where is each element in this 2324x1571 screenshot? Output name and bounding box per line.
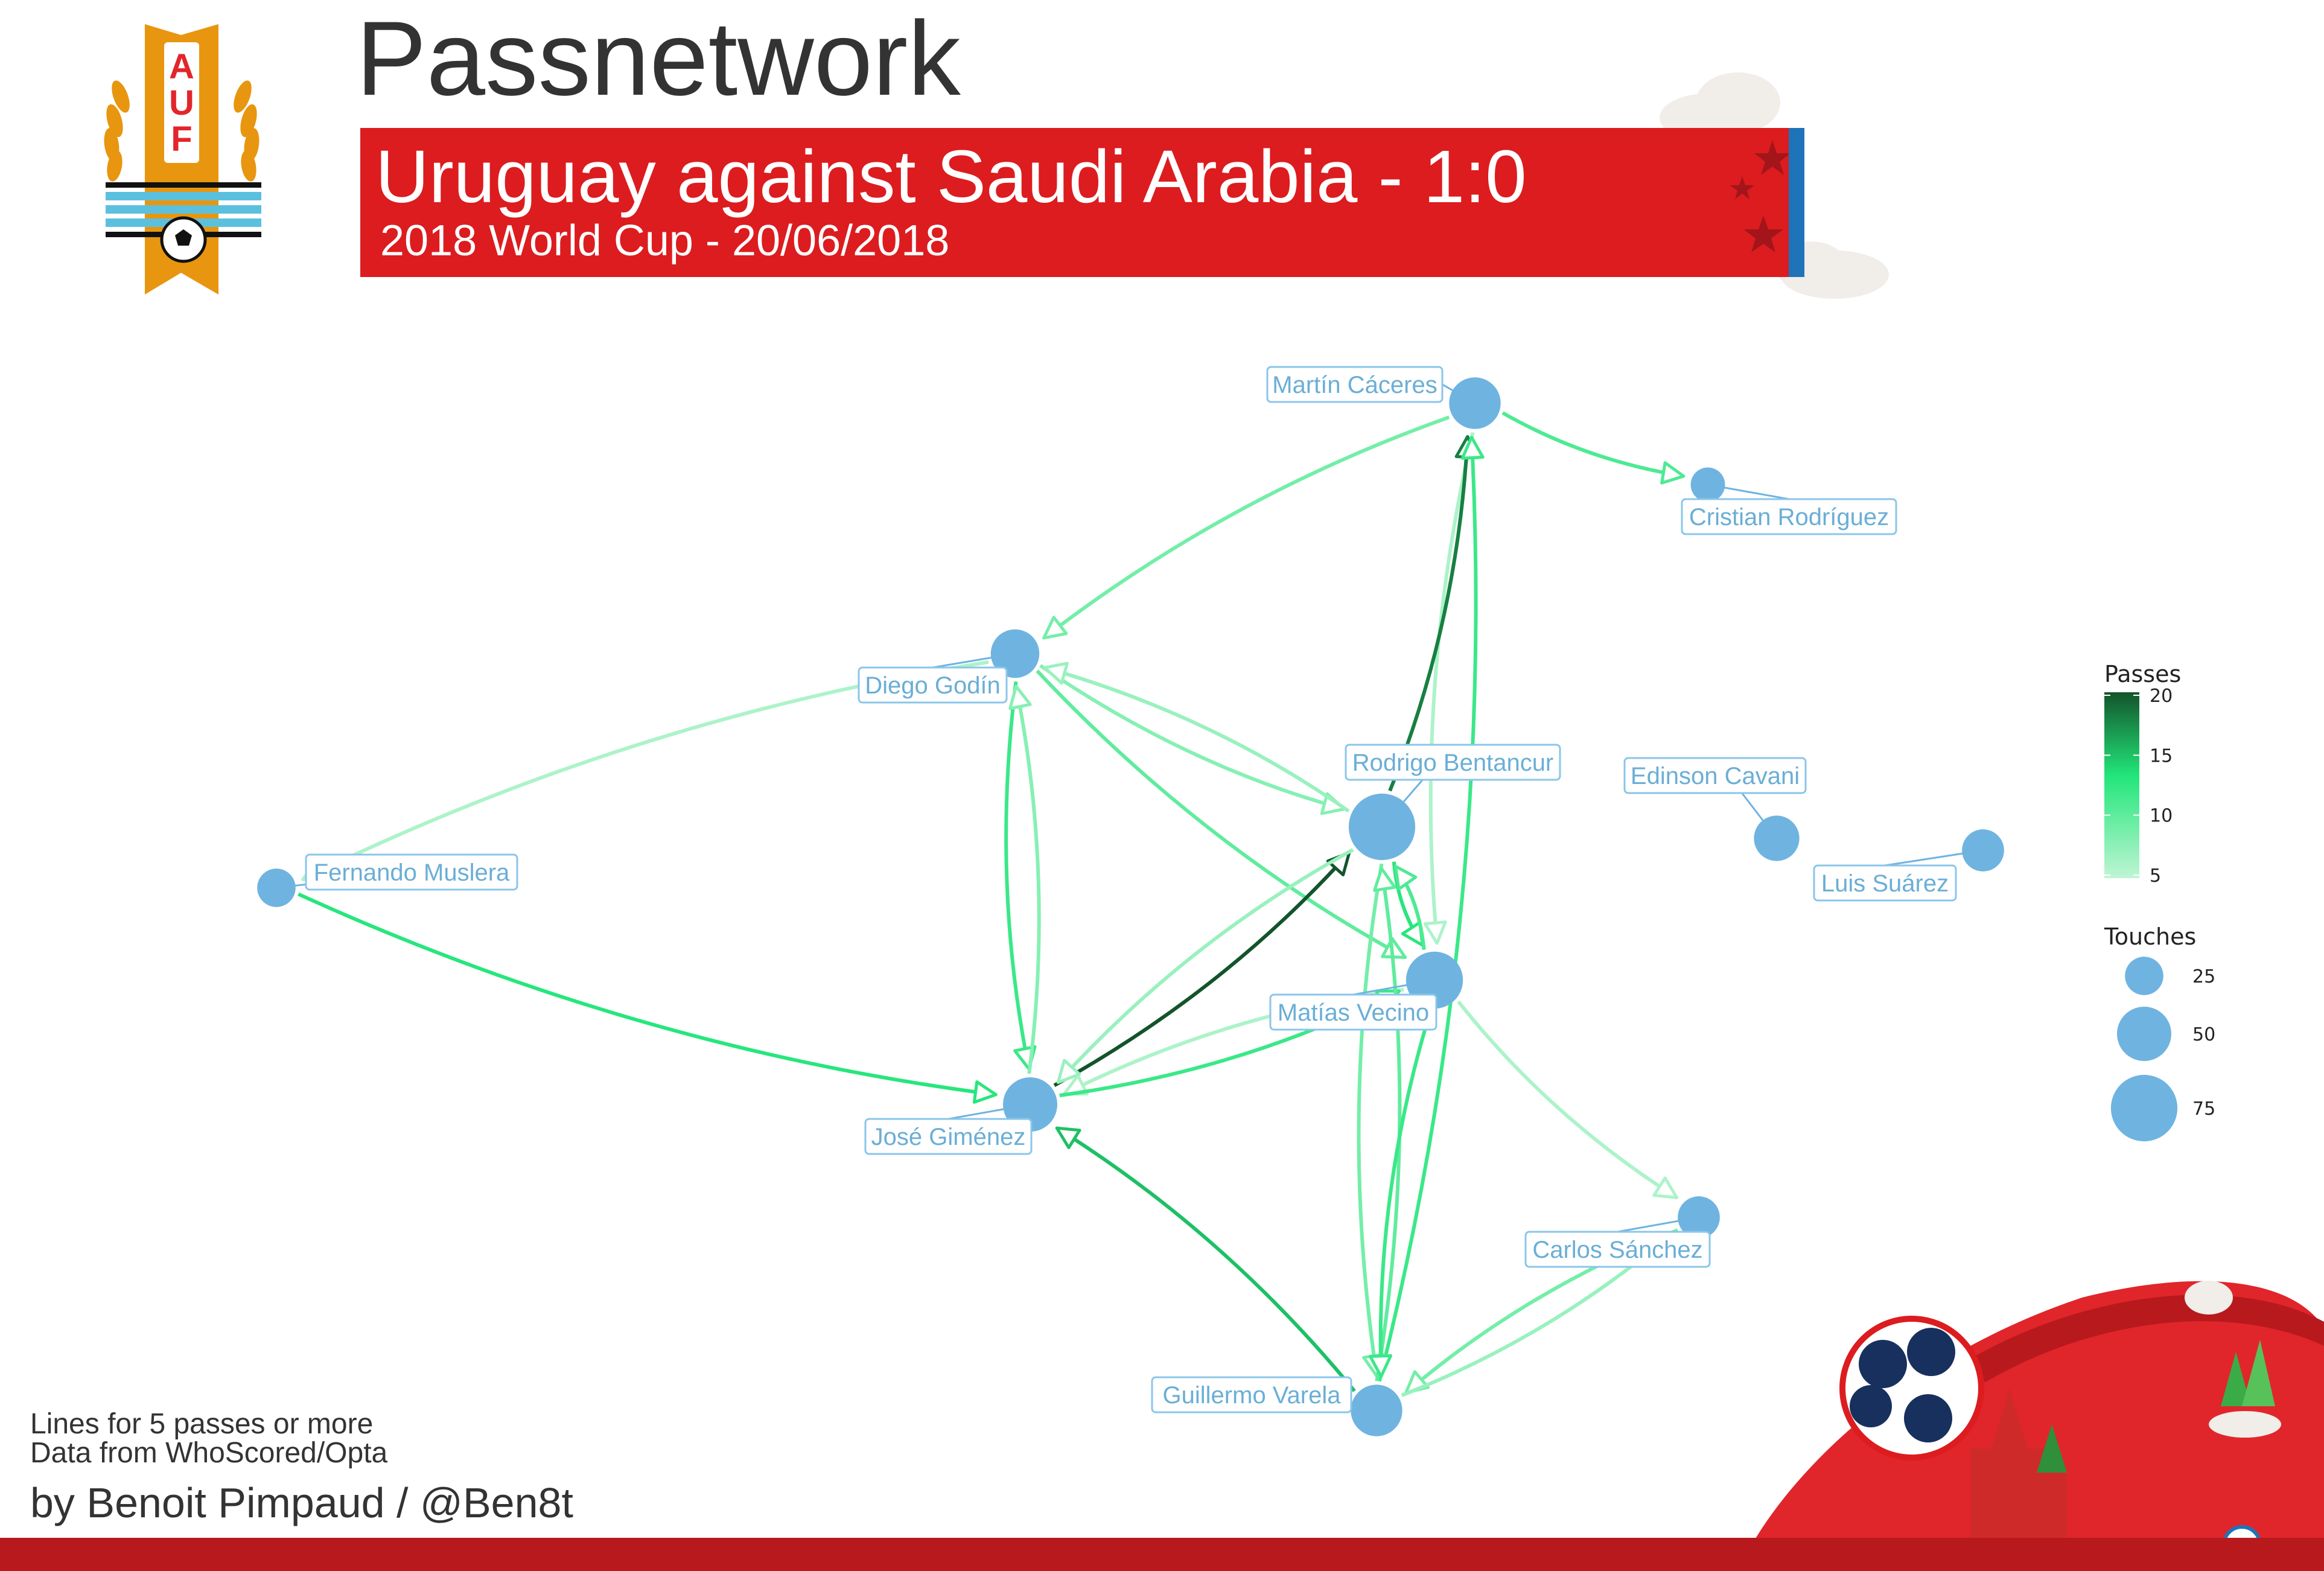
player-node <box>1348 793 1416 861</box>
touches-legend-title: Touches <box>2104 923 2196 950</box>
pass-edge-jose-gimenez-to-rodrigo-bentancur <box>1053 851 1351 1088</box>
touches-legend-circle <box>2110 1074 2178 1142</box>
player-luis-suarez: Luis Suárez <box>1813 829 2004 902</box>
player-label-box <box>1524 1231 1711 1268</box>
player-edinson-cavani: Edinson Cavani <box>1623 757 1807 861</box>
player-fernando-muslera: Fernando Muslera <box>257 853 518 907</box>
passes-legend-title: Passes <box>2104 661 2181 687</box>
player-label-box <box>1266 366 1444 403</box>
touches-legend-ticks: 25 50 75 <box>2110 957 2215 1142</box>
player-label: Fernando Muslera <box>314 859 510 886</box>
cloud-decoration <box>1660 72 1889 299</box>
player-label: Martín Cáceres <box>1272 372 1437 398</box>
player-label-box <box>864 1118 1033 1155</box>
page-title: Passnetwork <box>356 0 961 118</box>
pass-edge-martin-caceres-to-matias-vecino <box>1423 432 1475 945</box>
legend: Passes 20 15 10 5 Touches 25 50 75 <box>2104 661 2215 1142</box>
svg-text:F: F <box>171 119 192 159</box>
player-label-box <box>1151 1376 1352 1413</box>
pass-edge-diego-godin-to-matias-vecino <box>1036 669 1407 960</box>
auf-crest-icon: A U F <box>104 24 261 295</box>
pass-edge-guillermo-varela-to-martin-caceres <box>1377 435 1485 1382</box>
pass-edge-matias-vecino-to-rodrigo-bentancur <box>1393 864 1426 950</box>
passes-legend-ticks: 20 15 10 5 <box>2104 686 2173 887</box>
player-node <box>1678 1196 1720 1238</box>
player-label-box <box>858 666 1008 704</box>
player-label: Guillermo Varela <box>1163 1382 1342 1409</box>
banner-stripe <box>1789 128 1804 277</box>
player-label-box <box>1269 993 1437 1031</box>
pass-edge-guillermo-varela-to-rodrigo-bentancur <box>1373 867 1402 1381</box>
player-matias-vecino: Matías Vecino <box>1269 951 1463 1031</box>
player-label: Rodrigo Bentancur <box>1352 750 1554 776</box>
svg-text:U: U <box>169 83 194 123</box>
player-label-box <box>1813 864 1957 902</box>
passes-tick-label: 5 <box>2150 865 2161 887</box>
player-node <box>1449 377 1501 429</box>
passes-tick-label: 20 <box>2150 686 2173 707</box>
player-label: Diego Godín <box>865 672 1001 699</box>
passes-colorbar <box>2104 692 2139 878</box>
player-label-box <box>1681 498 1897 535</box>
touches-tick-label: 50 <box>2192 1024 2215 1045</box>
player-rodrigo-bentancur: Rodrigo Bentancur <box>1345 744 1561 861</box>
pass-edge-jose-gimenez-to-diego-godin <box>1008 684 1041 1074</box>
player-guillermo-varela: Guillermo Varela <box>1151 1376 1402 1436</box>
match-banner: Uruguay against Saudi Arabia - 1:0 2018 … <box>360 128 1804 277</box>
match-subtitle: 2018 World Cup - 20/06/2018 <box>380 217 950 265</box>
player-jose-gimenez: José Giménez <box>864 1077 1057 1155</box>
touches-tick-label: 75 <box>2192 1098 2215 1120</box>
player-label: Carlos Sánchez <box>1532 1237 1702 1263</box>
pass-edge-diego-godin-to-rodrigo-bentancur <box>1039 664 1346 815</box>
player-label: Edinson Cavani <box>1631 763 1800 789</box>
pass-edge-rodrigo-bentancur-to-diego-godin <box>1043 661 1350 813</box>
player-diego-godin: Diego Godín <box>858 629 1040 704</box>
player-node <box>1351 1385 1402 1436</box>
footnote-source: Data from WhoScored/Opta <box>30 1437 388 1469</box>
pass-edge-martin-caceres-to-cristian-rodriguez <box>1501 411 1686 485</box>
player-node <box>257 868 296 907</box>
star-decoration <box>1730 140 1791 252</box>
svg-text:A: A <box>169 47 194 86</box>
touches-tick-label: 25 <box>2192 966 2215 987</box>
player-label-box <box>305 853 518 891</box>
player-node <box>990 629 1040 678</box>
player-node <box>1690 467 1725 502</box>
player-carlos-sanchez: Carlos Sánchez <box>1524 1196 1720 1268</box>
player-label: José Giménez <box>871 1124 1026 1150</box>
match-title: Uruguay against Saudi Arabia - 1:0 <box>375 136 1527 218</box>
player-node <box>1754 815 1800 861</box>
player-label: Luis Suárez <box>1821 870 1949 897</box>
pass-edges <box>298 411 1686 1397</box>
byline: by Benoit Pimpaud / @Ben8t <box>30 1479 573 1526</box>
pass-edge-diego-godin-to-jose-gimenez <box>1004 681 1037 1071</box>
player-node <box>1962 829 2004 872</box>
player-martin-caceres: Martín Cáceres <box>1266 366 1501 429</box>
bottom-bar <box>0 1538 2324 1571</box>
player-label-box <box>1623 757 1807 794</box>
pass-edge-matias-vecino-to-carlos-sanchez <box>1457 1000 1679 1199</box>
passes-tick-label: 10 <box>2150 806 2173 827</box>
pass-edge-fernando-muslera-to-jose-gimenez <box>298 892 998 1104</box>
world-cup-decoration <box>1738 1281 2324 1571</box>
pass-edge-matias-vecino-to-guillermo-varela <box>1369 1011 1432 1378</box>
player-label: Matías Vecino <box>1278 999 1429 1026</box>
pass-edge-guillermo-varela-to-jose-gimenez <box>1055 1126 1356 1392</box>
touches-legend-circle <box>2117 1007 2171 1061</box>
passes-tick-label: 15 <box>2150 745 2173 766</box>
player-label-box <box>1345 744 1561 781</box>
pass-edge-martin-caceres-to-diego-godin <box>1042 415 1450 640</box>
footnote-threshold: Lines for 5 passes or more <box>30 1408 374 1440</box>
player-label: Cristian Rodríguez <box>1689 504 1889 531</box>
player-cristian-rodriguez: Cristian Rodríguez <box>1681 467 1897 535</box>
pass-edge-rodrigo-bentancur-to-jose-gimenez <box>1056 848 1354 1084</box>
touches-legend-circle <box>2125 957 2163 995</box>
